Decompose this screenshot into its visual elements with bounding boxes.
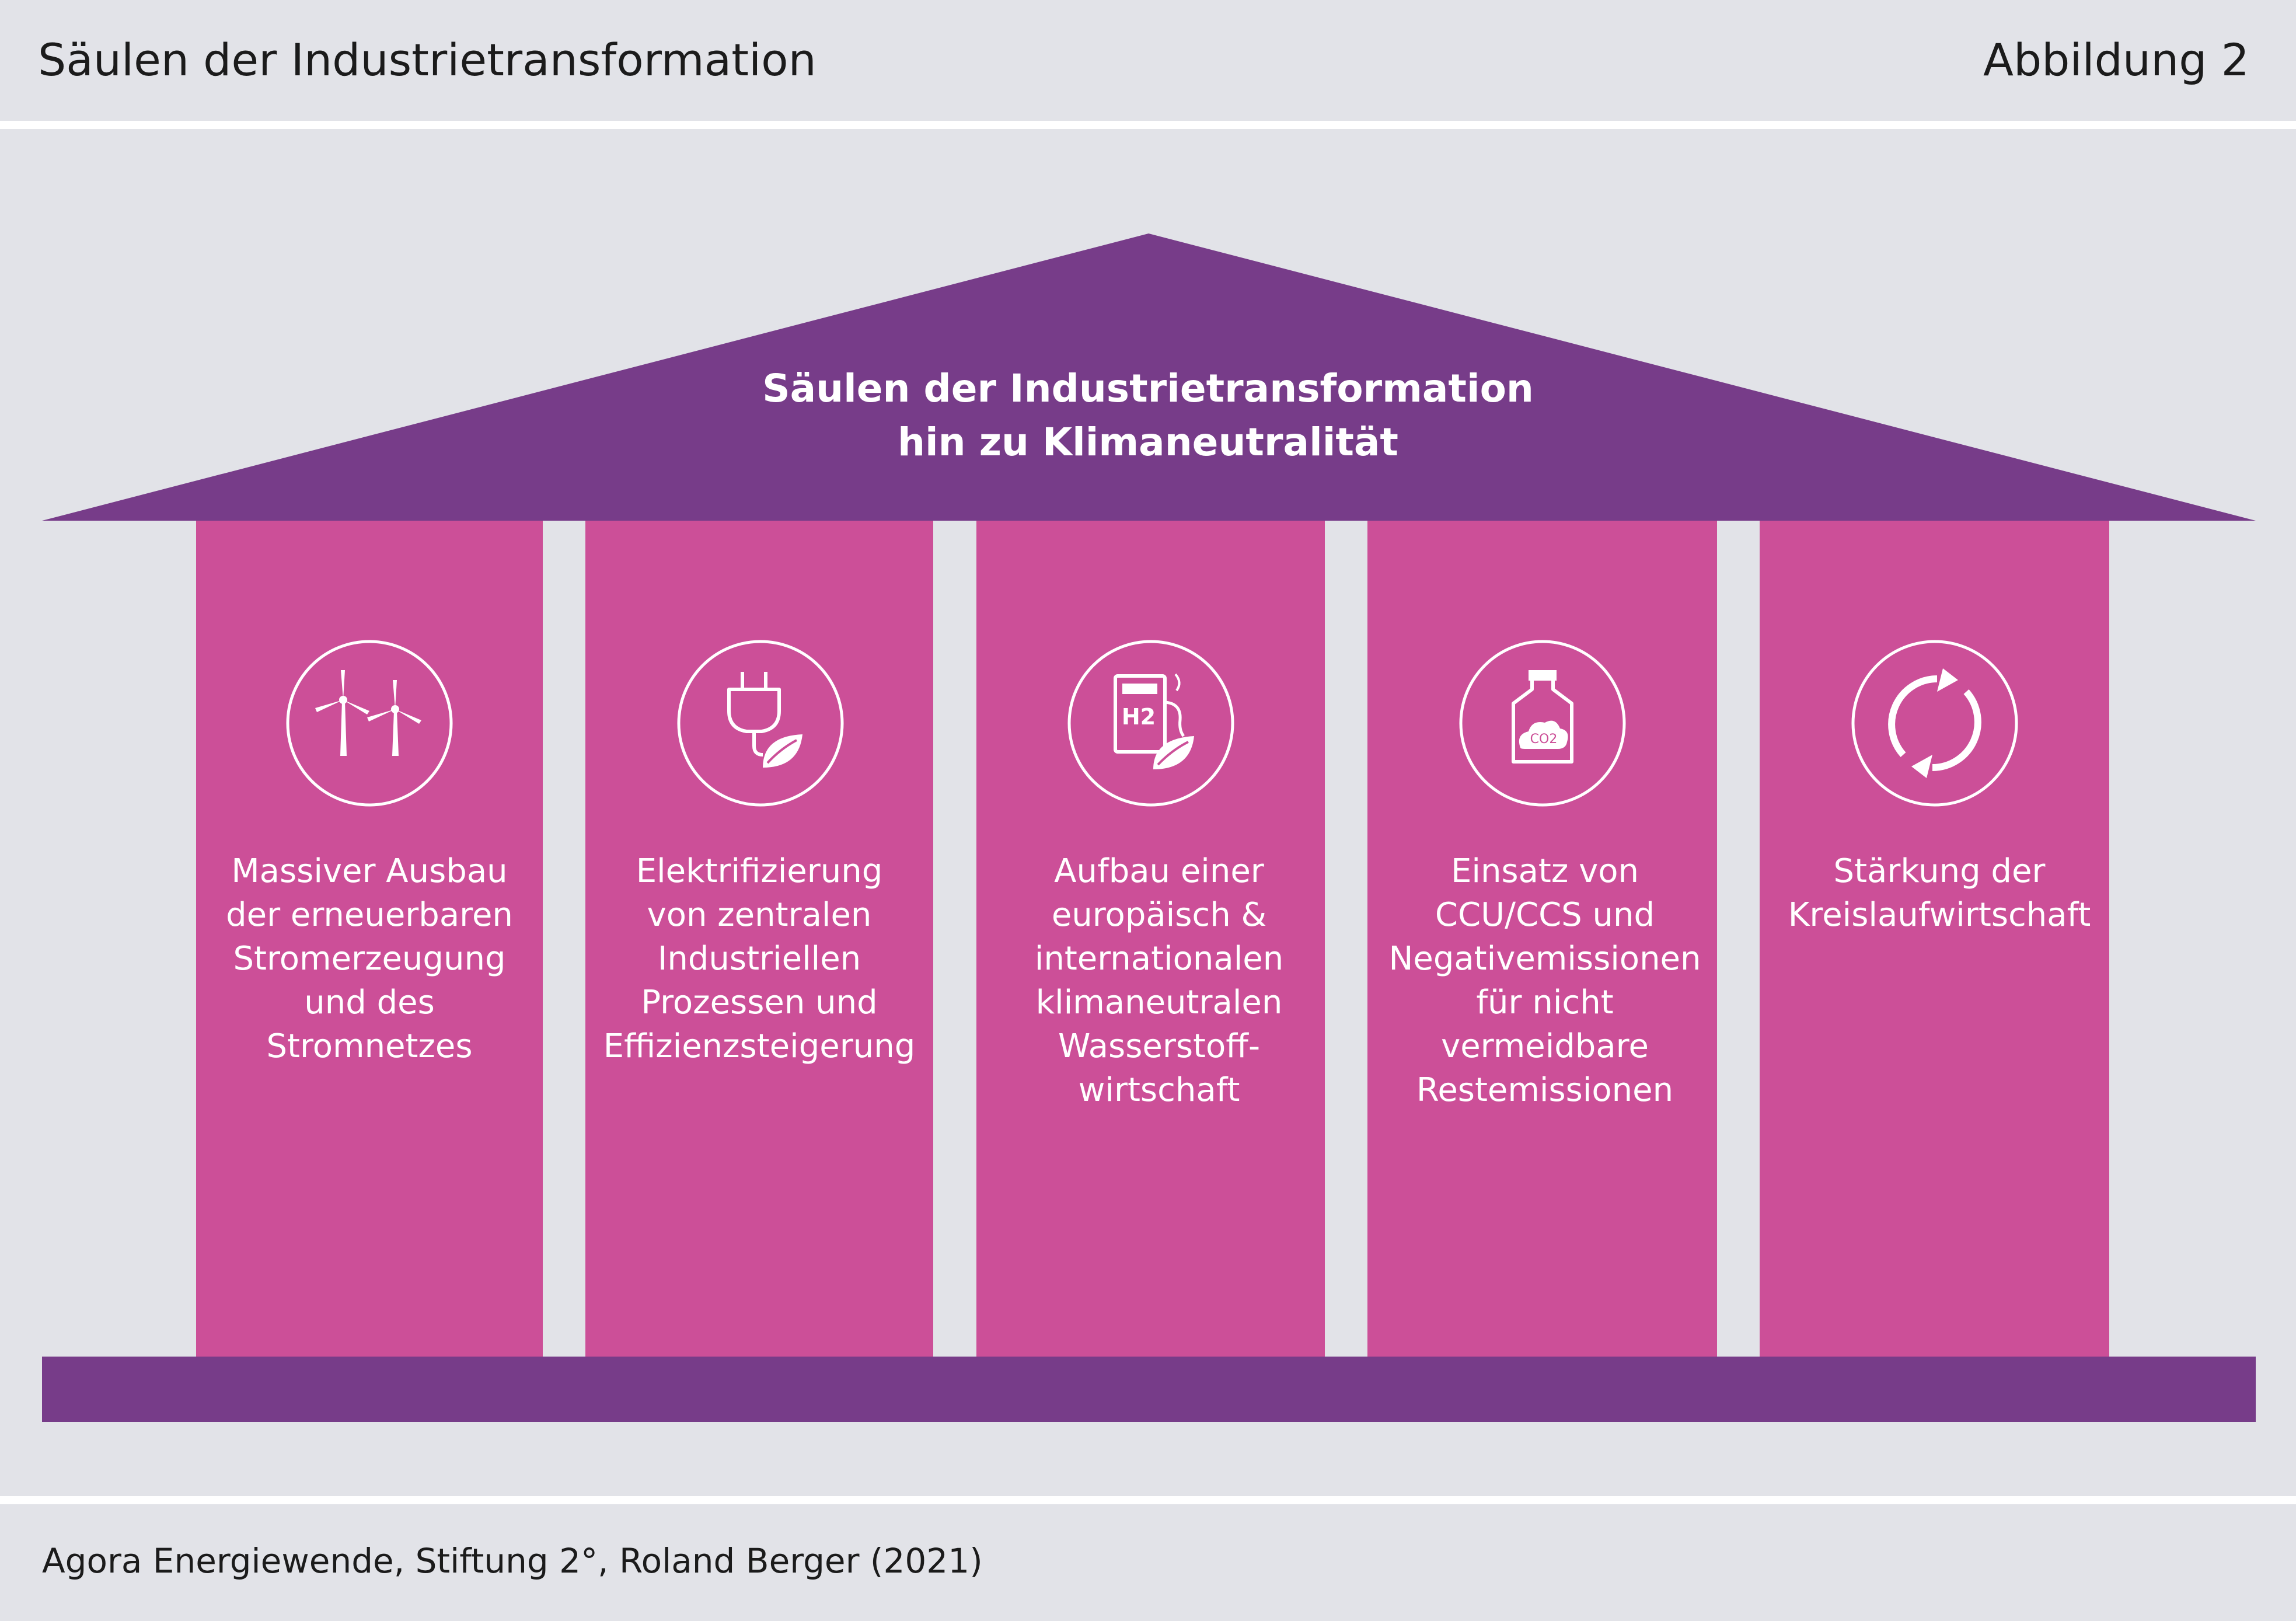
co2-bottle-icon: CO2 — [1457, 638, 1628, 808]
pillar-1-text: Massiver Ausbau der erneuerbaren Stromer… — [226, 852, 513, 1065]
roof-title-line-1: Säulen der Industrietransformation — [762, 366, 1534, 411]
pillar-1 — [196, 521, 543, 1357]
h2-label: H2 — [1122, 704, 1156, 730]
pillar-2 — [585, 521, 933, 1357]
pillar-3 — [976, 521, 1325, 1357]
roof — [42, 233, 2256, 521]
plug-leaf-icon — [675, 638, 846, 808]
recycle-arrows-icon — [1850, 638, 2020, 808]
roof-title: Säulen der Industrietransformation hin z… — [564, 362, 1732, 469]
wind-turbine-icon — [284, 638, 455, 808]
pillar-5-text: Stärkung der Kreislaufwirtschaft — [1788, 852, 2091, 934]
hydrogen-station-icon: H2 — [1066, 638, 1236, 808]
pillar-2-text: Elektrifizierung von zentralen Industrie… — [603, 852, 916, 1065]
pillar-5 — [1760, 521, 2109, 1357]
figure-label: Abbildung 2 — [1983, 34, 2249, 86]
pillar-4 — [1367, 521, 1717, 1357]
base — [42, 1357, 2256, 1422]
bottom-divider — [0, 1496, 2296, 1504]
co2-label: CO2 — [1530, 732, 1558, 747]
roof-title-line-2: hin zu Klimaneutralität — [898, 420, 1398, 465]
pillar-3-text: Aufbau einer europäisch & internationale… — [1034, 852, 1284, 1109]
header: Säulen der Industrietransformation Abbil… — [0, 0, 2296, 120]
top-divider — [0, 121, 2296, 129]
figure-title: Säulen der Industrietransformation — [38, 34, 816, 86]
pillar-4-text: Einsatz von CCU/CCS und Negativemissione… — [1388, 852, 1701, 1109]
source-note: Agora Energiewende, Stiftung 2°, Roland … — [42, 1541, 983, 1581]
